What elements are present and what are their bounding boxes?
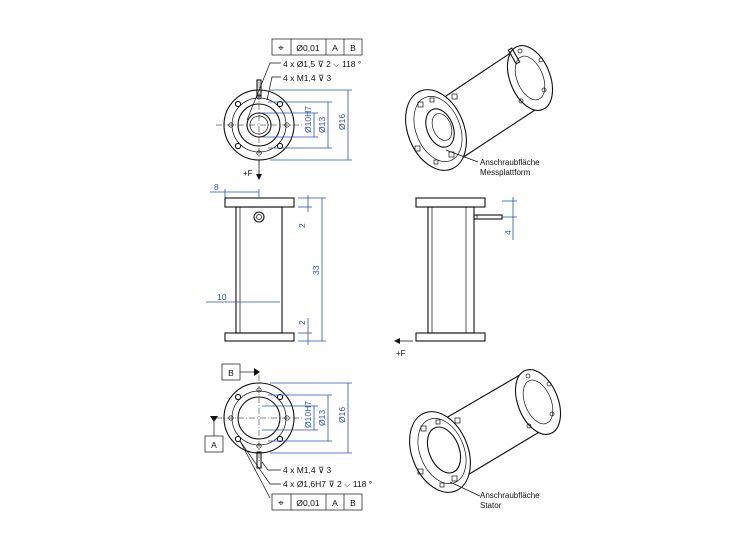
dim-outer-bottom: Ø16 [337,407,347,423]
dim-length: 33 [311,265,321,275]
feature-control-frame-bottom: ⌖ Ø0,01 A B [271,493,363,511]
fcf-datum-b: B [350,43,356,53]
side-view: 4 +F [394,197,517,358]
callout-thread-top: 4 x M1,4 ⊽ 3 [283,73,332,83]
dim-inner-bottom: Ø13 [317,410,327,426]
position-symbol-icon: ⌖ [278,43,284,54]
dim-side: 10 [217,292,227,302]
fcf-datum-a: A [332,498,338,508]
dim-top-flange: 2 [297,223,307,228]
iso-bottom-label-line1: Anschraubfläche [480,491,540,500]
isometric-view-top: Anschraubfläche Messplattform [405,45,554,177]
datum-b-label: B [228,368,234,378]
callout-holes-bottom: 4 x Ø1,6H7 ⊽ 2 ⌵ 118 ° [283,479,372,489]
feature-control-frame-top: ⌖ Ø0,01 A B [271,38,363,56]
datum-a-label: A [211,440,217,450]
dim-pin: 4 [503,230,513,235]
dim-outer-top: Ø16 [337,114,347,130]
fcf-datum-b: B [350,498,356,508]
position-symbol-icon: ⌖ [278,498,284,509]
force-label-top: +F [243,169,253,178]
callout-holes-top: 4 x Ø1,5 ⊽ 2 ⌵ 118 ° [283,59,361,69]
force-label-side: +F [396,349,406,358]
fcf-datum-a: A [332,43,338,53]
isometric-view-bottom: Anschraubfläche Stator [409,369,562,510]
dim-bottom-flange: 2 [297,320,307,325]
iso-top-label-line1: Anschraubfläche [480,158,540,167]
iso-top-label-line2: Messplattform [480,168,531,177]
top-view: ⌖ Ø0,01 A B 4 x Ø1,5 ⊽ 2 ⌵ 118 ° 4 x M1,… [216,38,363,180]
front-view: 8 10 33 2 2 [206,182,326,345]
dim-bore-bottom: Ø10H7 [303,401,313,428]
callout-thread-bottom: 4 x M1,4 ⊽ 3 [283,465,332,475]
fcf-tolerance: Ø0,01 [296,43,319,53]
iso-bottom-label-line2: Stator [480,501,502,510]
dim-bore-top: Ø10H7 [303,106,313,133]
fcf-tolerance: Ø0,01 [296,498,319,508]
bottom-view: B A Ø10H7 Ø13 Ø16 [204,363,372,511]
dim-flange-offset: 8 [214,182,219,192]
dim-inner-top: Ø13 [317,117,327,133]
